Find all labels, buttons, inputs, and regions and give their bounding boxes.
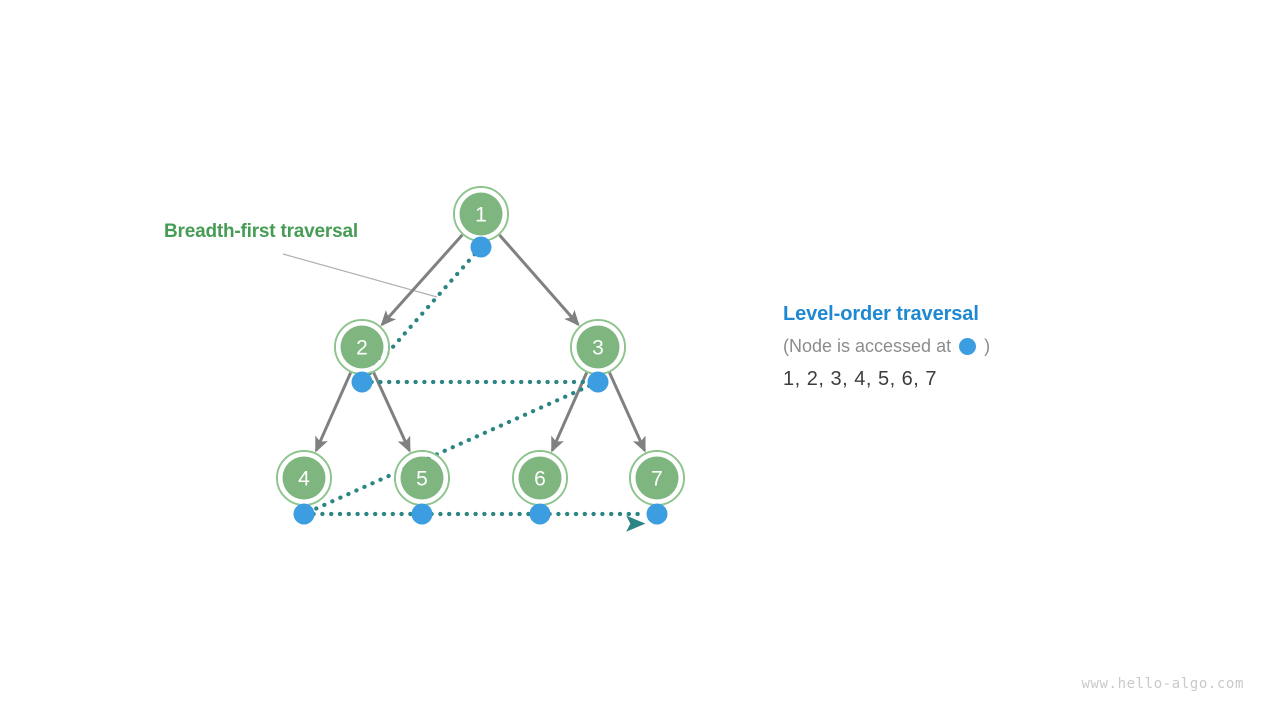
traversal-sequence: 1, 2, 3, 4, 5, 6, 7 [783,368,938,390]
node-disc [576,325,620,369]
tree-edge-n1-n3 [498,234,580,327]
node-value-label: 3 [592,337,604,360]
node-value-label: 2 [356,337,368,360]
visit-dot-node-3[interactable] [587,371,609,393]
tree-node-4[interactable]: 4 [276,450,332,506]
node-inner-ring [278,452,330,504]
visit-dot-node-5[interactable] [411,503,433,525]
tree-edge-n2-n4 [314,371,353,453]
tree-node-6[interactable]: 6 [512,450,568,506]
legend-note-prefix: (Node is accessed at [783,336,952,356]
tree-edge-n2-n5 [372,371,411,453]
breadth-first-traversal-label: Breadth-first traversal [164,221,358,242]
node-value-label: 6 [534,468,546,491]
tree-edge-n1-n2 [380,233,464,327]
visit-dot-node-6[interactable] [529,503,551,525]
tree-node-5[interactable]: 5 [394,450,450,506]
node-disc [400,456,444,500]
site-watermark: www.hello-algo.com [1081,676,1244,692]
visit-dot-node-7[interactable] [646,503,668,525]
visit-dot-node-2[interactable] [351,371,373,393]
node-inner-ring [572,321,624,373]
tree-node-7[interactable]: 7 [629,450,685,506]
node-disc [635,456,679,500]
node-disc [518,456,562,500]
tree-node-2[interactable]: 2 [334,319,390,375]
node-disc [340,325,384,369]
node-disc [282,456,326,500]
tree-node-3[interactable]: 3 [570,319,626,375]
node-value-label: 5 [416,468,428,491]
node-inner-ring [631,452,683,504]
node-value-label: 4 [298,468,310,491]
visit-dots [293,236,668,525]
legend-title: Level-order traversal [783,303,979,325]
node-disc [459,192,503,236]
tree-edge-n3-n6 [550,371,589,453]
visit-dot-icon [959,337,977,355]
legend-panel: Level-order traversal (Node is accessed … [783,303,1203,391]
legend-note: (Node is accessed at ) [783,335,1203,357]
legend-note-suffix: ) [984,336,991,356]
node-value-label: 1 [475,204,487,227]
tree-edges [314,233,647,453]
node-inner-ring [514,452,566,504]
node-inner-ring [336,321,388,373]
tree-node-1[interactable]: 1 [453,186,509,242]
visit-dot-node-4[interactable] [293,503,315,525]
node-value-label: 7 [651,468,663,491]
node-inner-ring [396,452,448,504]
visit-dot-node-1[interactable] [470,236,492,258]
tree-edge-n3-n7 [608,371,647,453]
traversal-segment-n3-n4 [310,383,592,513]
